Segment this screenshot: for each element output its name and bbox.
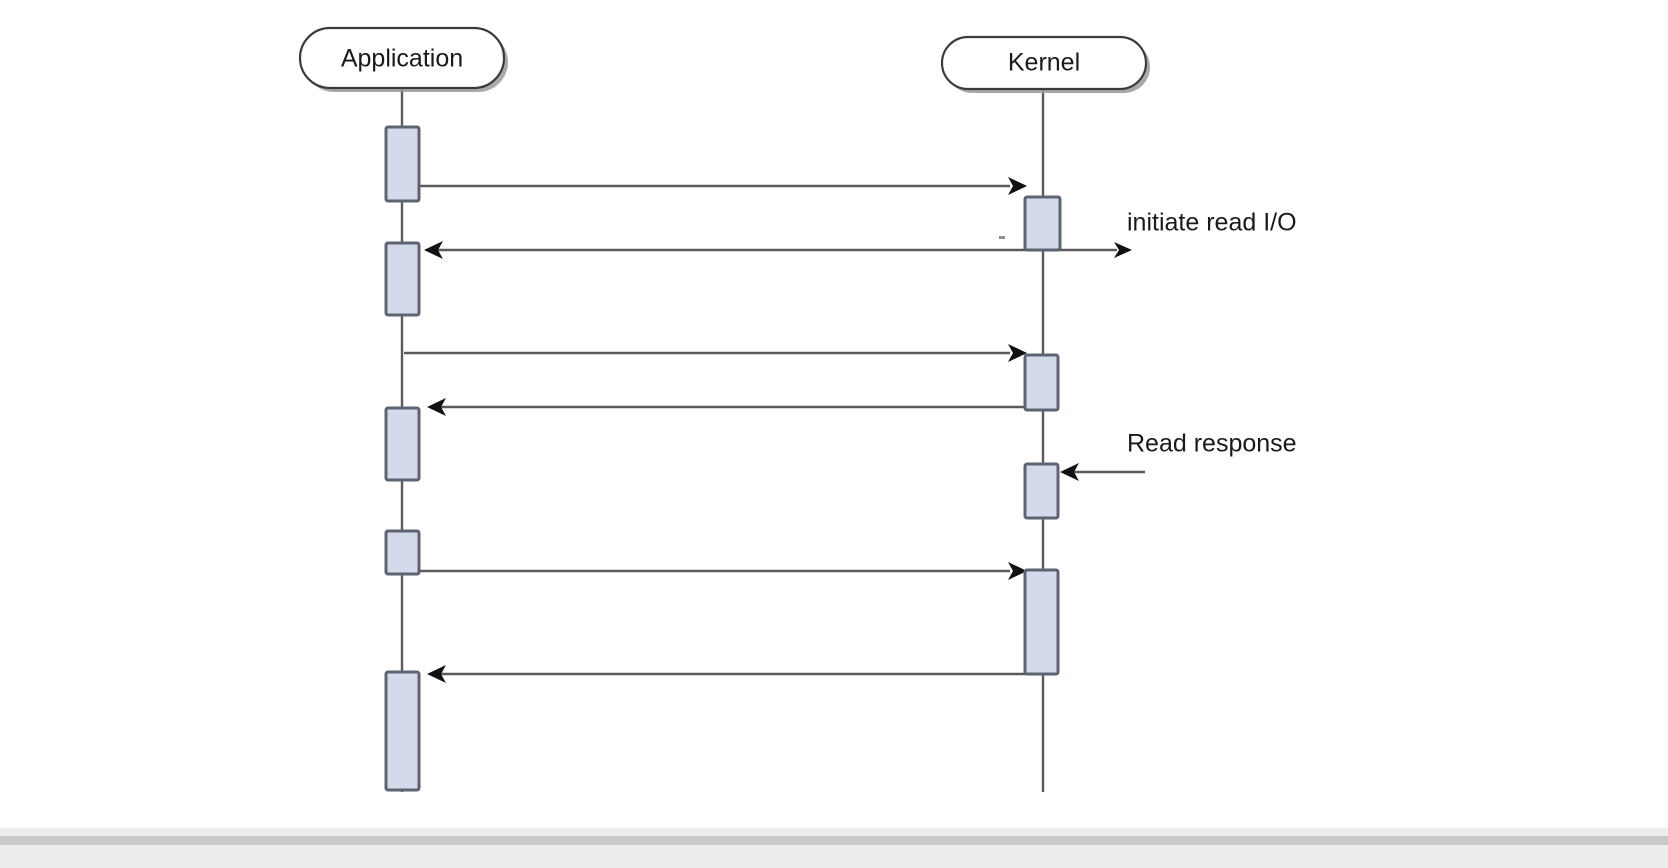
arrowhead-right-icon [1008, 344, 1027, 362]
arrowhead-left-icon [424, 241, 443, 259]
activation-bar [1023, 568, 1060, 676]
activation-bar [1023, 353, 1060, 412]
message-kernel-to-app-1 [424, 241, 1043, 259]
activation-bar [1023, 462, 1060, 520]
participant-box[interactable] [940, 35, 1148, 91]
message-kernel-to-app-2 [427, 398, 1027, 416]
message-app-to-kernel-1 [419, 177, 1027, 195]
activations-application [384, 125, 421, 792]
participant-label-kernel: Kernel [1008, 49, 1080, 77]
participant-application[interactable]: Application [298, 26, 508, 92]
activation-bar [384, 529, 421, 576]
arrowhead-right-icon [1008, 562, 1027, 580]
arrowhead-left-icon [427, 398, 446, 416]
participant-box[interactable] [298, 26, 506, 90]
activation-bar [384, 241, 421, 317]
bottom-strip [0, 836, 1668, 845]
message-read-response-inbound [1060, 463, 1145, 481]
activation-bar [384, 406, 421, 482]
messages [404, 177, 1145, 683]
activation-bar [384, 670, 421, 792]
lifeline-stems [400, 88, 1045, 792]
participant-label-application: Application [341, 45, 463, 73]
activation-bar [1023, 195, 1062, 252]
note-initiate-read-io: initiate read I/O [1127, 209, 1297, 237]
arrowhead-left-icon [1060, 463, 1079, 481]
participant-kernel[interactable]: Kernel [940, 35, 1150, 93]
message-app-to-kernel-2 [404, 344, 1027, 362]
arrowhead-left-icon [427, 665, 446, 683]
activations-kernel [1023, 195, 1062, 676]
arrowhead-right-icon [1008, 177, 1027, 195]
message-kernel-to-app-3 [427, 665, 1031, 683]
arrowhead-right-icon [1114, 242, 1132, 258]
message-app-to-kernel-3 [419, 562, 1027, 580]
activation-bar [384, 125, 421, 203]
image-speck [999, 236, 1005, 239]
bottom-strip-edge [0, 828, 1668, 868]
note-read-response: Read response [1127, 430, 1297, 458]
